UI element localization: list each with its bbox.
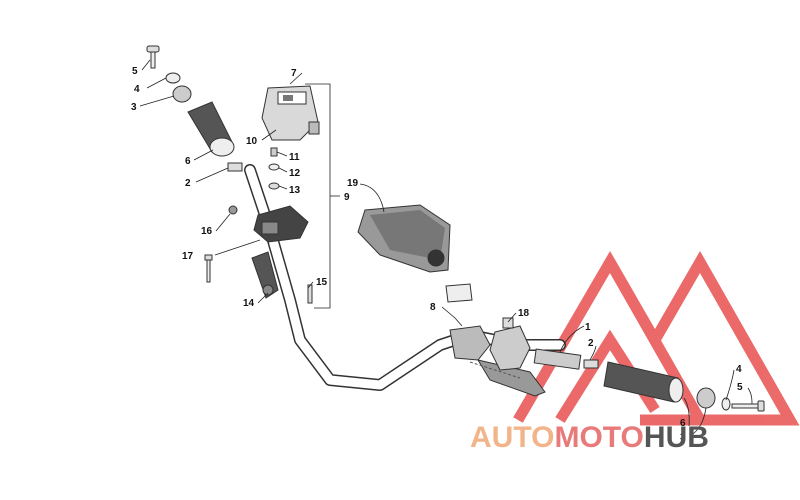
switch-housing bbox=[261, 85, 320, 141]
handguard-cover bbox=[357, 204, 451, 273]
label-14: 14 bbox=[243, 298, 255, 309]
label-5-right: 5 bbox=[737, 382, 743, 393]
label-4-left: 4 bbox=[134, 84, 140, 95]
label-10: 10 bbox=[246, 136, 258, 147]
label-3-left: 3 bbox=[131, 102, 137, 113]
throttle-assembly bbox=[449, 325, 546, 397]
label-1-right: 1 bbox=[585, 322, 591, 333]
label-12: 12 bbox=[289, 168, 301, 179]
left-lever bbox=[251, 251, 279, 299]
label-2-left: 2 bbox=[185, 178, 191, 189]
right-heater-tape bbox=[583, 359, 599, 369]
left-bolt bbox=[146, 45, 160, 69]
label-5-left: 5 bbox=[132, 66, 138, 77]
label-19: 19 bbox=[347, 178, 359, 189]
bracket-bolt bbox=[204, 254, 213, 283]
watermark-hub: HUB bbox=[644, 421, 709, 454]
right-switch-block bbox=[489, 317, 531, 371]
right-grip bbox=[603, 361, 684, 403]
right-washer bbox=[721, 397, 731, 411]
left-grip bbox=[187, 101, 235, 157]
switch-nut bbox=[268, 182, 280, 190]
decal bbox=[445, 283, 473, 303]
label-4-right: 4 bbox=[736, 364, 742, 375]
label-18: 18 bbox=[518, 308, 530, 319]
callout-labels: 5 4 3 6 2 7 10 11 12 13 9 19 16 17 14 15… bbox=[131, 66, 743, 443]
label-8: 8 bbox=[430, 302, 436, 313]
left-bracket bbox=[253, 205, 309, 243]
label-7: 7 bbox=[291, 68, 297, 79]
left-washer bbox=[165, 72, 181, 84]
leader-lines bbox=[139, 59, 753, 437]
label-6-left: 6 bbox=[185, 156, 191, 167]
switch-screw bbox=[270, 147, 278, 157]
label-11: 11 bbox=[289, 152, 300, 163]
label-16: 16 bbox=[201, 226, 213, 237]
watermark-moto: MOTO bbox=[554, 421, 643, 454]
left-end-plug bbox=[172, 85, 192, 103]
right-end-plug bbox=[696, 387, 716, 409]
label-9: 9 bbox=[344, 192, 350, 203]
label-15: 15 bbox=[316, 277, 328, 288]
label-17: 17 bbox=[182, 251, 194, 262]
label-3-right: 3 bbox=[680, 432, 686, 443]
watermark-auto: AUTO bbox=[470, 421, 554, 454]
bracket-nut bbox=[228, 205, 238, 215]
label-6-right: 6 bbox=[680, 418, 686, 429]
logo-triangle-right bbox=[605, 250, 800, 426]
right-heater-element bbox=[533, 348, 582, 370]
switch-washer bbox=[268, 163, 280, 171]
right-bolt bbox=[731, 400, 765, 412]
left-heater-element bbox=[227, 162, 243, 172]
watermark-text: AUTOMOTOHUB bbox=[470, 421, 709, 454]
label-13: 13 bbox=[289, 185, 301, 196]
label-2-right: 2 bbox=[588, 338, 594, 349]
